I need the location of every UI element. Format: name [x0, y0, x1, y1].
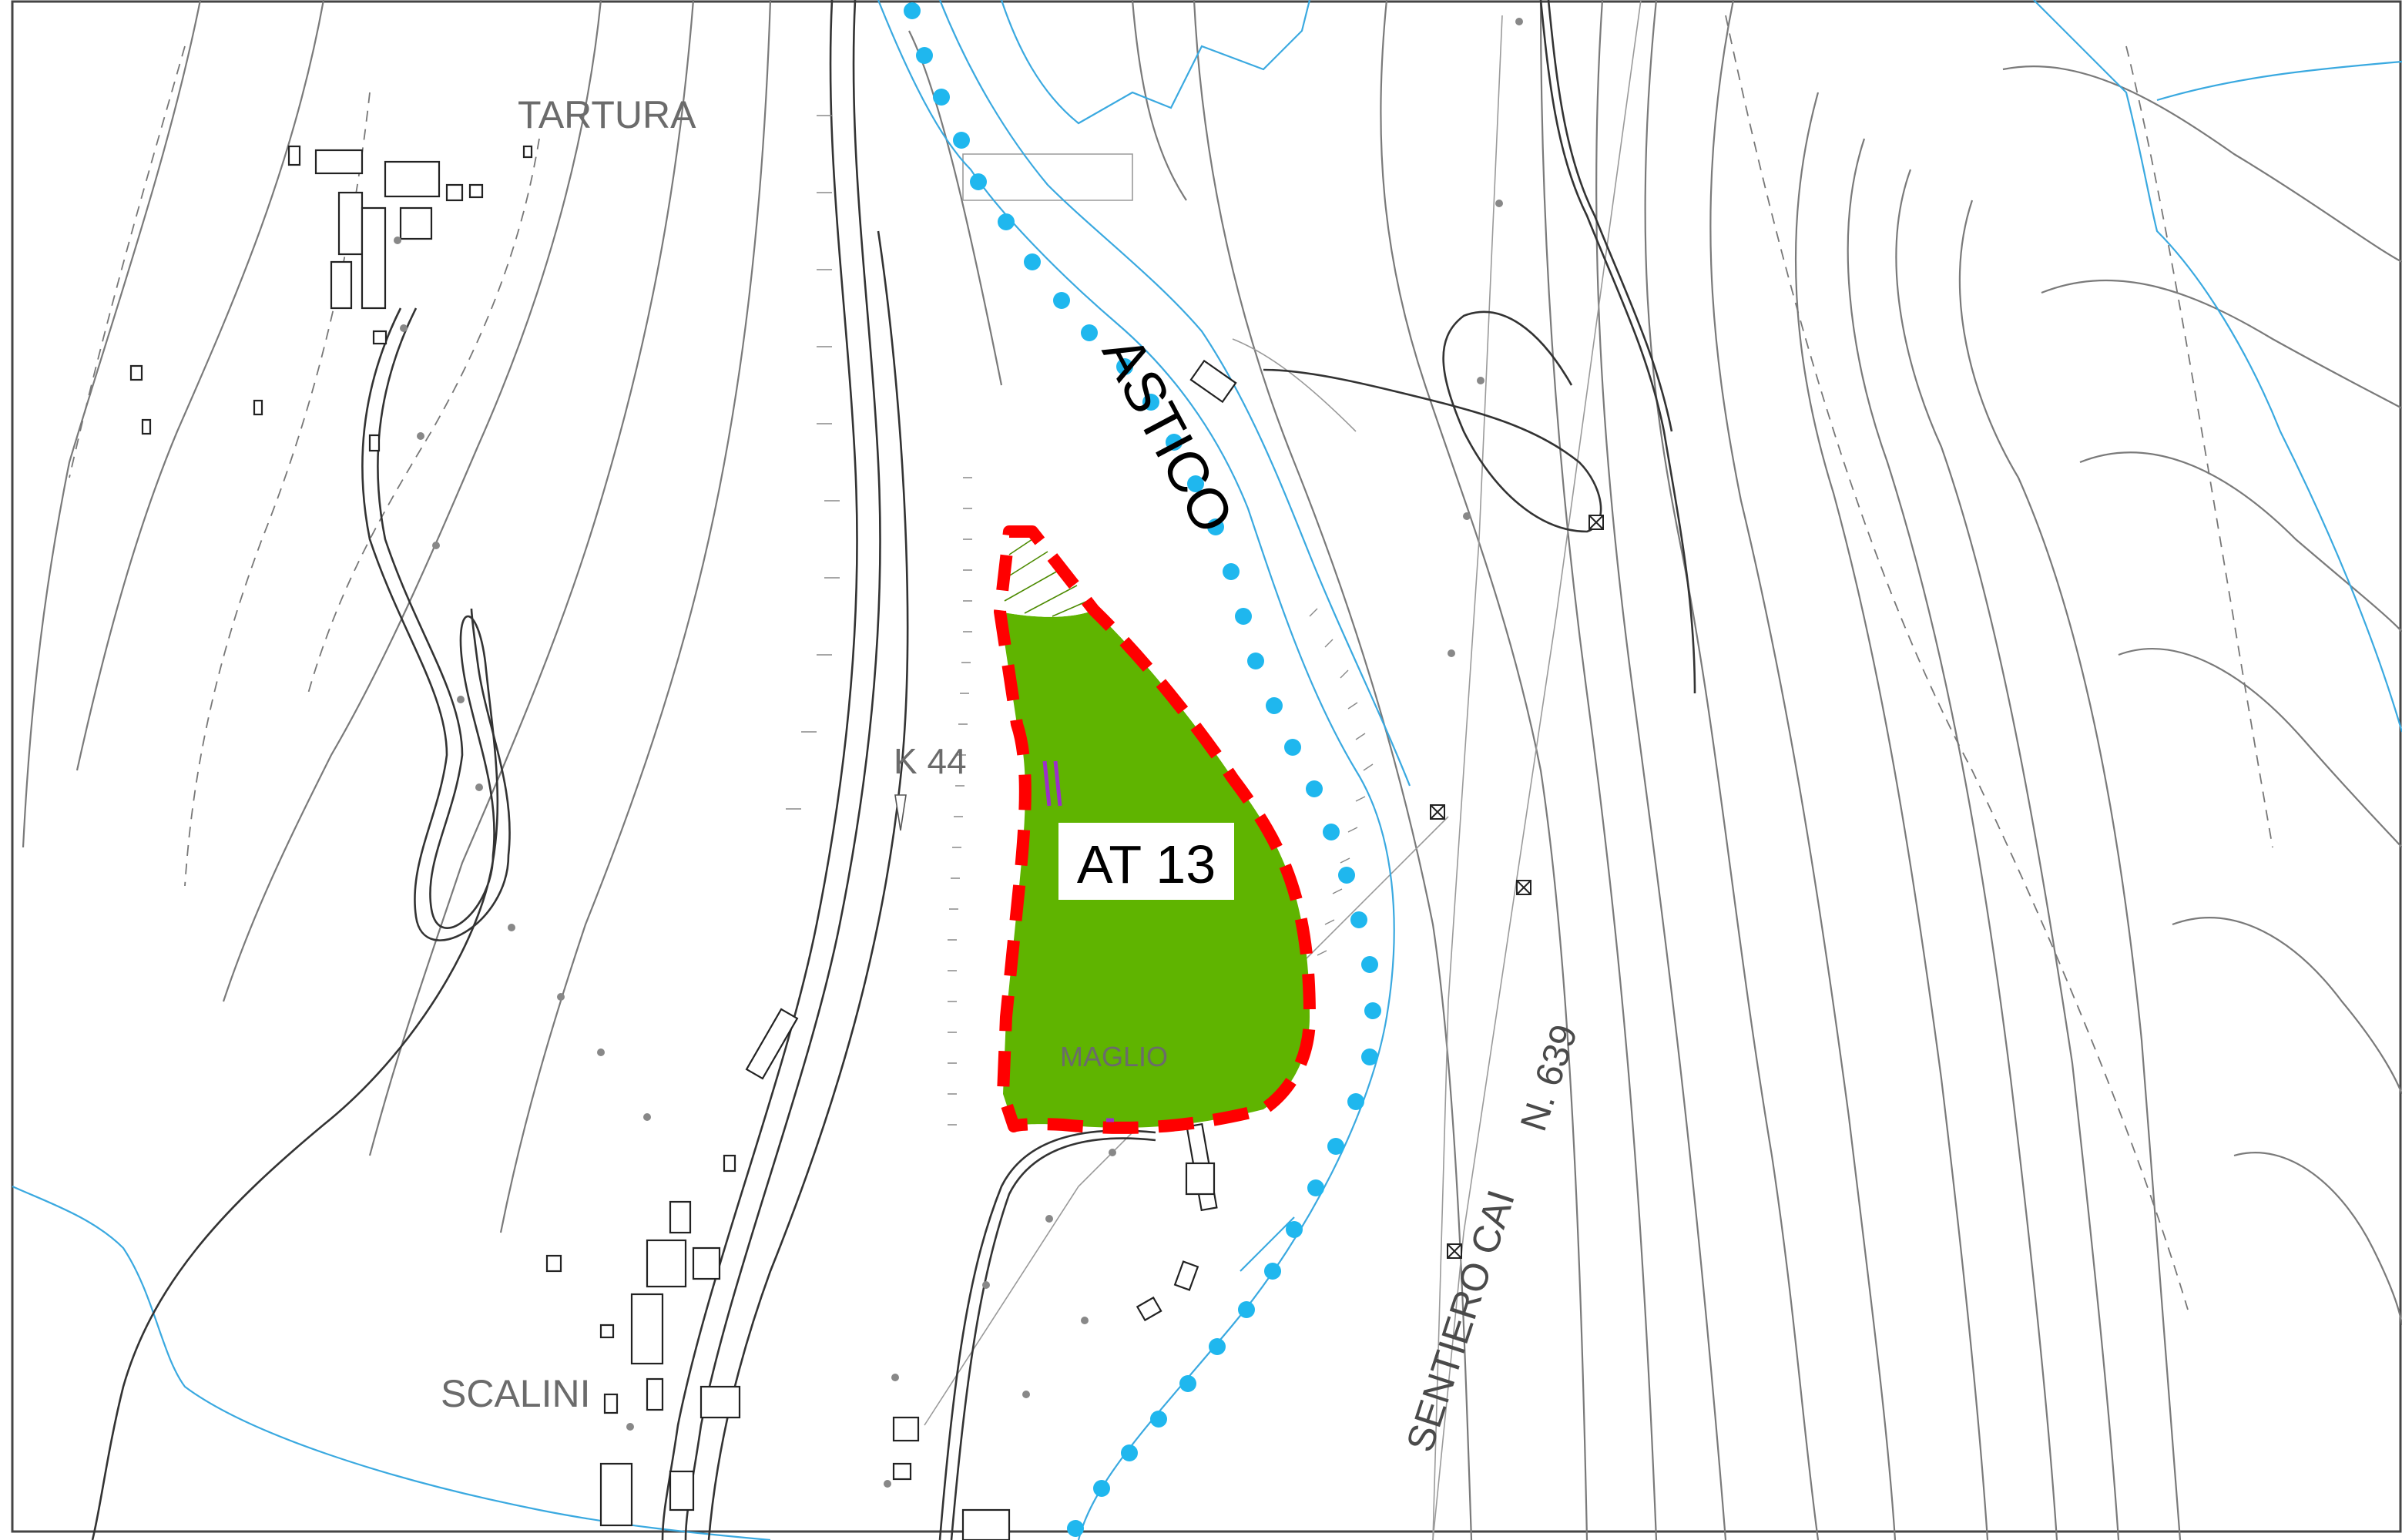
embankment-hachures: [786, 115, 1374, 1126]
trail-label-number: N. 639: [1513, 1020, 1585, 1136]
at13-label-box[interactable]: AT 13: [1058, 823, 1234, 900]
at13-label: AT 13: [1077, 834, 1216, 894]
buildings: [129, 145, 1237, 1540]
roads: [91, 0, 1696, 1540]
river-label-astico: ASTICO: [1090, 326, 1246, 543]
place-label-scalini: SCALINI: [441, 1372, 591, 1415]
trail-label-sentiero-cai: SENTIERO CAI: [1398, 1185, 1523, 1457]
spot-height-dot: [394, 18, 1523, 1488]
map-frame: [11, 0, 2402, 1533]
purple-marker: [1042, 760, 1114, 1122]
contour-lines: [22, 0, 2402, 1540]
place-label-maglio: MAGLIO: [1060, 1041, 1168, 1072]
zone-hatch-tip: [1000, 532, 1094, 617]
at13-zone-border: [994, 525, 1316, 1134]
tracks: [924, 0, 1642, 1540]
crossed-box-marker: [1430, 515, 1604, 1259]
river-dotted-line: [904, 2, 1381, 1537]
triangle-marker: [894, 794, 907, 831]
place-label-tartura: TARTURA: [518, 93, 696, 136]
label-k44: K 44: [894, 741, 967, 781]
